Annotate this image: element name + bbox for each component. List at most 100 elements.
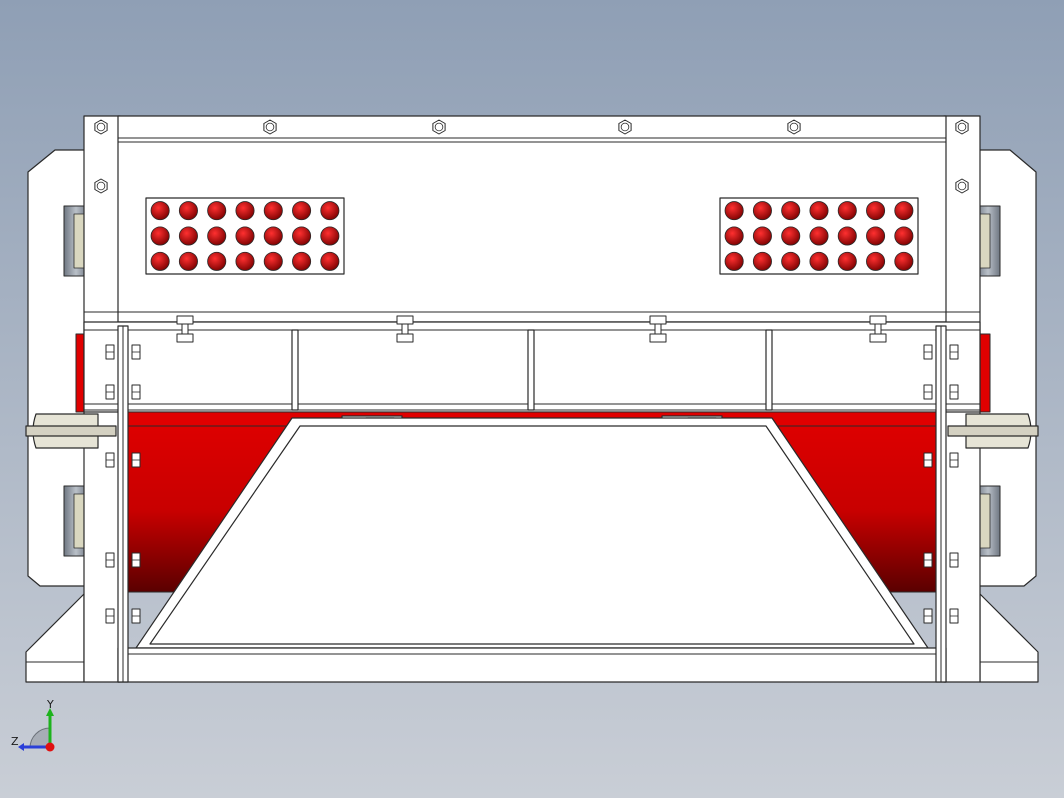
- panel-hole: [150, 251, 170, 271]
- panel-hole: [752, 201, 772, 221]
- panel-hole: [320, 251, 340, 271]
- bolt-hex: [94, 119, 108, 135]
- bolt-hex: [787, 119, 801, 135]
- hanging-bolt: [649, 315, 667, 343]
- panel-hole: [207, 201, 227, 221]
- panel-hole: [724, 201, 744, 221]
- panel-hole: [292, 251, 312, 271]
- bolt-nut-bottom: [869, 333, 887, 343]
- top-bolt: [263, 119, 277, 135]
- post-bolt: [105, 552, 115, 568]
- top-bolt: [94, 178, 108, 194]
- bolt-nut-top: [176, 315, 194, 325]
- panel-hole: [292, 201, 312, 221]
- post-bolt: [949, 608, 959, 624]
- post-bolt: [131, 384, 141, 400]
- panel-hole: [894, 226, 914, 246]
- post-bolt: [949, 552, 959, 568]
- hanging-bolt: [869, 315, 887, 343]
- panel-hole: [150, 226, 170, 246]
- post-bolts: [105, 344, 959, 624]
- top-bolt: [955, 119, 969, 135]
- panel-hole: [292, 226, 312, 246]
- bolt-shank: [874, 323, 882, 335]
- bolt-ring: [957, 122, 967, 132]
- bolt-hex: [955, 178, 969, 194]
- top-bolt: [618, 119, 632, 135]
- band-divider-2: [527, 329, 535, 411]
- panel-hole: [837, 251, 857, 271]
- panel-hole: [752, 226, 772, 246]
- post-bolt: [923, 608, 933, 624]
- bolt-hex: [618, 119, 632, 135]
- bottom-beam: [117, 647, 947, 683]
- right-lower-insert: [979, 493, 991, 549]
- post-bolt: [105, 608, 115, 624]
- post-bolt: [949, 452, 959, 468]
- top-bolt: [955, 178, 969, 194]
- post-bolt: [923, 384, 933, 400]
- panel-hole: [263, 226, 283, 246]
- bolt-ring: [434, 122, 444, 132]
- post-bolt: [949, 344, 959, 360]
- panel-hole: [320, 226, 340, 246]
- panel-hole: [866, 251, 886, 271]
- panel-hole: [320, 201, 340, 221]
- left-shaft-pin: [25, 425, 117, 437]
- panel-hole: [894, 251, 914, 271]
- bolt-nut-top: [869, 315, 887, 325]
- bolt-ring: [96, 122, 106, 132]
- bolt-ring: [789, 122, 799, 132]
- orientation-triad[interactable]: Y Z: [11, 698, 55, 752]
- band-divider-3: [765, 329, 773, 411]
- bolt-shank: [654, 323, 662, 335]
- triad-z-label: Z: [11, 735, 19, 748]
- bolt-ring: [96, 181, 106, 191]
- bolt-hex: [94, 178, 108, 194]
- left-lower-insert: [73, 493, 85, 549]
- panel-hole: [781, 226, 801, 246]
- panel-hole: [235, 201, 255, 221]
- chute-inner: [149, 425, 915, 645]
- band-divider-1: [291, 329, 299, 411]
- panel-hole: [866, 226, 886, 246]
- triad-x-dot: [45, 742, 55, 752]
- post-bolt: [923, 552, 933, 568]
- panel-hole: [809, 201, 829, 221]
- panel-hole: [724, 251, 744, 271]
- post-bolt: [105, 344, 115, 360]
- post-bolt: [131, 452, 141, 468]
- panel-hole: [781, 251, 801, 271]
- panel-hole: [263, 251, 283, 271]
- bolt-shank: [401, 323, 409, 335]
- panel-hole: [207, 226, 227, 246]
- panel-hole: [724, 226, 744, 246]
- post-bolt: [131, 608, 141, 624]
- bolt-ring: [265, 122, 275, 132]
- top-bolt: [432, 119, 446, 135]
- top-bolt: [94, 119, 108, 135]
- panel-hole: [178, 251, 198, 271]
- bolt-nut-bottom: [396, 333, 414, 343]
- post-bolt: [949, 384, 959, 400]
- left-upper-insert: [73, 213, 85, 269]
- machine-model[interactable]: [25, 115, 1039, 683]
- bolt-hex: [263, 119, 277, 135]
- panel-hole: [866, 201, 886, 221]
- panel-hole: [150, 201, 170, 221]
- panel-hole: [235, 226, 255, 246]
- bolt-hex: [955, 119, 969, 135]
- hanging-bolts: [176, 315, 887, 343]
- bolt-nut-top: [396, 315, 414, 325]
- post-bolt: [131, 552, 141, 568]
- top-bolts: [94, 119, 969, 194]
- panel-hole: [178, 201, 198, 221]
- panel-hole: [263, 201, 283, 221]
- bolt-ring: [957, 181, 967, 191]
- panel-hole: [781, 201, 801, 221]
- panel-hole: [178, 226, 198, 246]
- panel-holes: [150, 201, 914, 271]
- panel-hole: [752, 251, 772, 271]
